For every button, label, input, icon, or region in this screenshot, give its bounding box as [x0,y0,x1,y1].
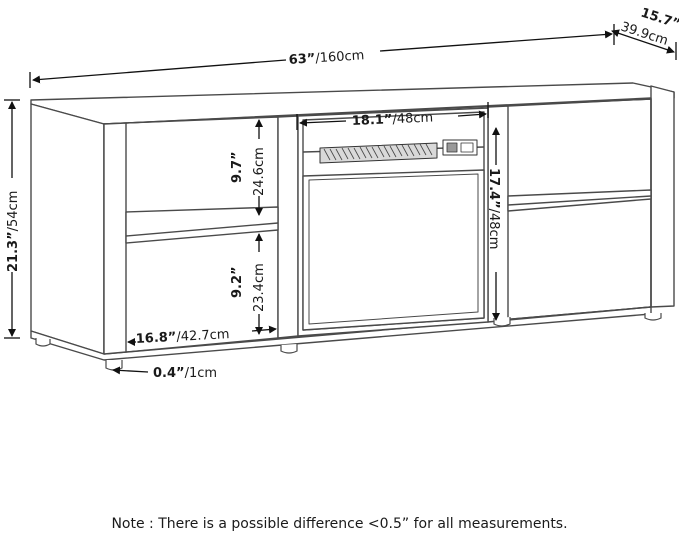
heater-vent [319,142,438,164]
fireplace-glass [302,169,485,331]
right-side-panel [650,85,675,308]
top-shelf-height-cm: 24.6cm [252,147,267,196]
top-shelf-height-inch: 9.7” [230,151,245,183]
fireplace-height-inch: 17.4” [486,168,501,209]
height-cm: /54cm [6,191,21,232]
foot [105,360,123,371]
fireplace-height-label: 17.4”/48cm [486,168,501,249]
fireplace-width-label: 18.1”/48cm [352,110,434,129]
feet-height-label: 0.4”/1cm [153,366,217,381]
foot [35,338,51,347]
bottom-shelf-height-cm: 23.4cm [252,263,267,312]
left-side-panel [30,103,105,355]
shelf-width-label: 16.8”/42.7cm [135,327,229,347]
shelf-width-inch: 16.8” [135,330,176,347]
tv-stand [30,82,675,361]
bottom-shelf-height-inch: 9.2” [230,266,245,298]
foot [644,313,662,321]
shelf-width-cm: /42.7cm [176,327,230,345]
width-inch: 63” [288,51,316,68]
height-inch: 21.3” [6,231,21,272]
feet-height-cm: /1cm [185,366,217,381]
fireplace-height-cm: /48cm [486,209,501,250]
fireplace-width-cm: /48cm [392,110,433,127]
width-cm: /160cm [315,48,365,66]
foot [280,344,298,354]
height-label: 21.3”/54cm [6,191,21,272]
measurement-note: Note : There is a possible difference <0… [111,516,568,532]
feet-height-inch: 0.4” [153,366,185,381]
left-shelf [125,206,279,244]
width-label: 63”/160cm [288,48,364,68]
fireplace-width-inch: 18.1” [352,112,393,129]
